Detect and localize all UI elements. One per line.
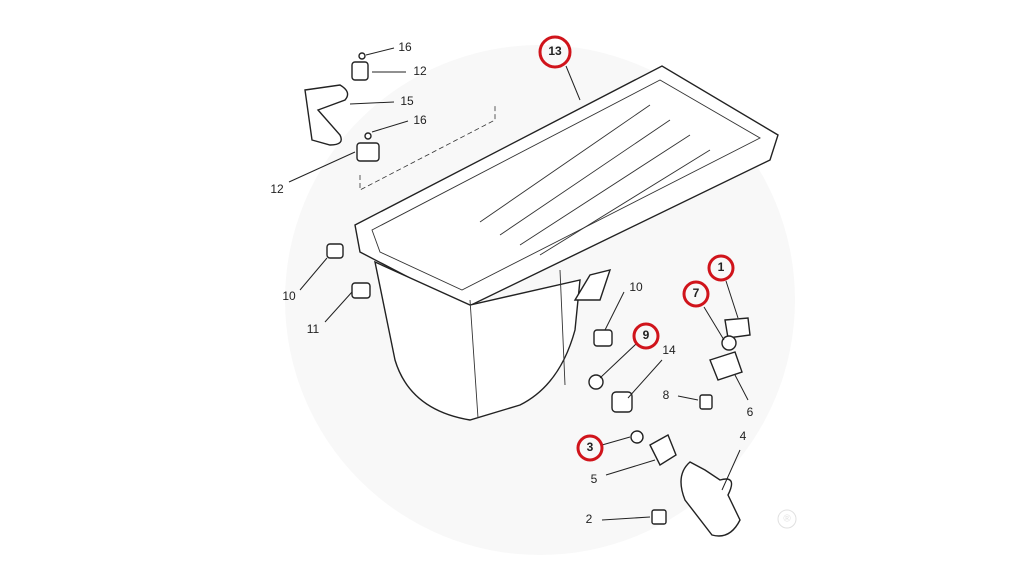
label-16: 16 [413, 113, 427, 127]
plugs-and-fittings [326, 243, 751, 537]
label-8: 8 [663, 388, 670, 402]
registered-mark-symbol: ® [783, 514, 791, 525]
label-4: 4 [740, 429, 747, 443]
highlight-circle [538, 35, 572, 69]
label-2: 2 [586, 512, 593, 526]
label-3: 3 [587, 440, 594, 454]
part-labels: 16 12 15 16 12 13 10 11 10 9 14 1 7 8 6 … [270, 35, 754, 526]
label-7: 7 [693, 286, 700, 300]
label-9: 9 [643, 328, 650, 342]
registered-mark: ® [777, 509, 797, 529]
label-12: 12 [413, 64, 427, 78]
oil-tube-bracket [304, 52, 496, 191]
highlight-circle [576, 434, 604, 462]
label-5: 5 [591, 472, 598, 486]
highlight-circle [632, 322, 660, 350]
label-10: 10 [282, 289, 296, 303]
label-14: 14 [662, 343, 676, 357]
label-12: 12 [270, 182, 284, 196]
label-13: 13 [548, 44, 562, 58]
label-1: 1 [718, 260, 725, 274]
label-16: 16 [398, 40, 412, 54]
registered-mark-ring [777, 509, 797, 529]
label-6: 6 [747, 405, 754, 419]
highlight-circle [707, 254, 735, 282]
label-10: 10 [629, 280, 643, 294]
highlight-circle [682, 280, 710, 308]
oil-pan [354, 65, 779, 421]
label-15: 15 [400, 94, 414, 108]
label-11: 11 [307, 322, 320, 336]
leader-lines [288, 47, 749, 521]
